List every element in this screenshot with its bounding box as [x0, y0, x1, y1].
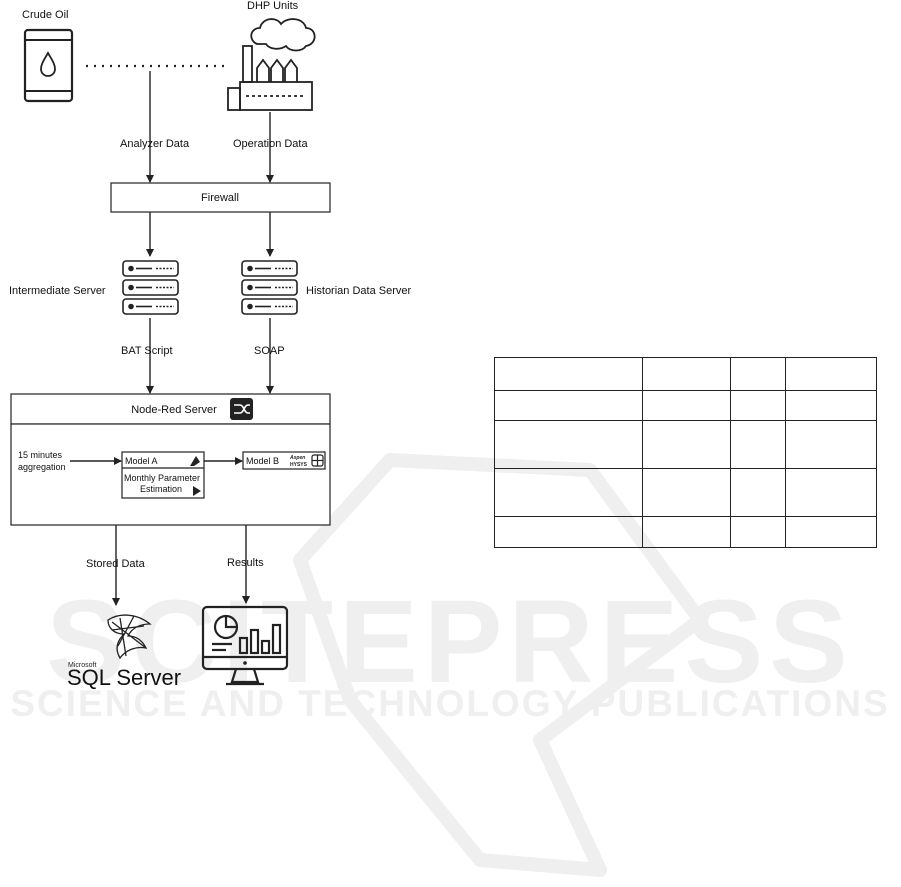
- oil-barrel-icon: [23, 28, 74, 103]
- crude-oil-label: Crude Oil: [22, 9, 68, 21]
- intermediate-server-label: Intermediate Server: [9, 285, 106, 297]
- firewall-label: Firewall: [201, 192, 239, 204]
- aspen-label-line1: Aspen: [289, 455, 305, 461]
- results-label: Results: [227, 557, 264, 569]
- table-row: [494, 357, 877, 391]
- table-cell: [785, 357, 877, 391]
- table-row: [494, 468, 877, 517]
- operation-data-label: Operation Data: [233, 138, 308, 150]
- table-cell: [642, 357, 731, 391]
- table-cell: [730, 468, 786, 517]
- table-cell: [494, 420, 643, 469]
- hysys-icon: [311, 454, 324, 467]
- empty-table: [494, 357, 877, 548]
- dashboard-monitor-icon: [201, 605, 289, 686]
- table-cell: [642, 390, 731, 421]
- matlab-icon: [190, 456, 200, 466]
- watermark: SCITEPRESS SCIENCE AND TECHNOLOGY PUBLIC…: [10, 453, 889, 877]
- table-cell: [494, 390, 643, 421]
- table-cell: [730, 390, 786, 421]
- watermark-line2: SCIENCE AND TECHNOLOGY PUBLICATIONS: [10, 683, 889, 724]
- table-cell: [642, 468, 731, 517]
- play-icon: [193, 486, 201, 496]
- bat-script-label: BAT Script: [121, 345, 173, 357]
- historian-server-label: Historian Data Server: [306, 285, 411, 297]
- table-cell: [785, 390, 877, 421]
- sql-brand-label: Microsoft: [68, 662, 96, 669]
- table-cell: [642, 420, 731, 469]
- table-cell: [730, 420, 786, 469]
- table-row: [494, 390, 877, 421]
- table-cell: [785, 468, 877, 517]
- model-a-subtitle-line1: Monthly Parameter: [124, 473, 200, 483]
- dhp-units-label: DHP Units: [247, 0, 299, 12]
- aggregation-label-line2: aggregation: [18, 462, 66, 472]
- table-row: [494, 516, 877, 548]
- table-cell: [494, 516, 643, 548]
- firewall-box: [110, 182, 331, 213]
- table-cell: [642, 516, 731, 548]
- analyzer-data-label: Analyzer Data: [120, 138, 190, 150]
- soap-label: SOAP: [254, 345, 285, 357]
- model-a-label: Model A: [125, 456, 158, 466]
- table-cell: [730, 516, 786, 548]
- node-red-logo-icon: [230, 398, 253, 420]
- factory-icon: [227, 18, 316, 111]
- node-red-title-box: [10, 393, 331, 425]
- node-red-title: Node-Red Server: [131, 404, 217, 416]
- stored-data-label: Stored Data: [86, 558, 146, 570]
- historian-server-icon: [241, 260, 298, 315]
- table-cell: [494, 468, 643, 517]
- sql-server-logo-icon: [107, 614, 152, 660]
- sql-name-label: SQL Server: [67, 665, 181, 690]
- model-b-label: Model B: [246, 456, 279, 466]
- table-cell: [785, 516, 877, 548]
- model-b-box: [242, 451, 326, 470]
- table-cell: [494, 357, 643, 391]
- intermediate-server-icon: [122, 260, 179, 315]
- model-a-subtitle-line2: Estimation: [140, 484, 182, 494]
- model-a-box: [121, 451, 205, 499]
- table-row: [494, 420, 877, 469]
- aggregation-label-line1: 15 minutes: [18, 450, 63, 460]
- table-cell: [730, 357, 786, 391]
- watermark-line1: SCITEPRESS: [46, 576, 854, 708]
- table-cell: [785, 420, 877, 469]
- aspen-label-line2: HYSYS: [290, 462, 308, 468]
